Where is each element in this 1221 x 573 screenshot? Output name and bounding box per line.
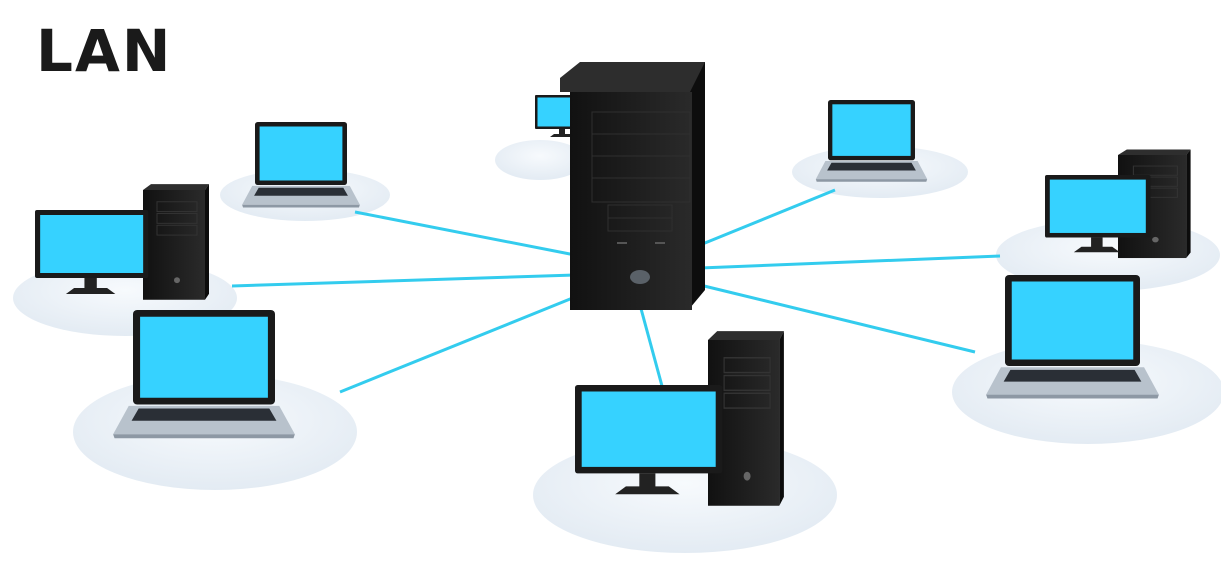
cable xyxy=(339,293,581,394)
cable xyxy=(699,188,836,247)
network-cables xyxy=(231,188,1001,394)
laptop-icon xyxy=(242,122,360,208)
cable xyxy=(231,273,576,288)
diagram-title: LAN xyxy=(36,17,173,85)
laptop-icon xyxy=(113,310,295,439)
cable xyxy=(638,304,664,387)
cable xyxy=(699,283,976,354)
server-icon xyxy=(560,62,705,310)
cable xyxy=(354,210,576,257)
cable xyxy=(699,254,1001,270)
laptop-icon xyxy=(815,100,928,182)
laptop-icon xyxy=(986,275,1159,399)
